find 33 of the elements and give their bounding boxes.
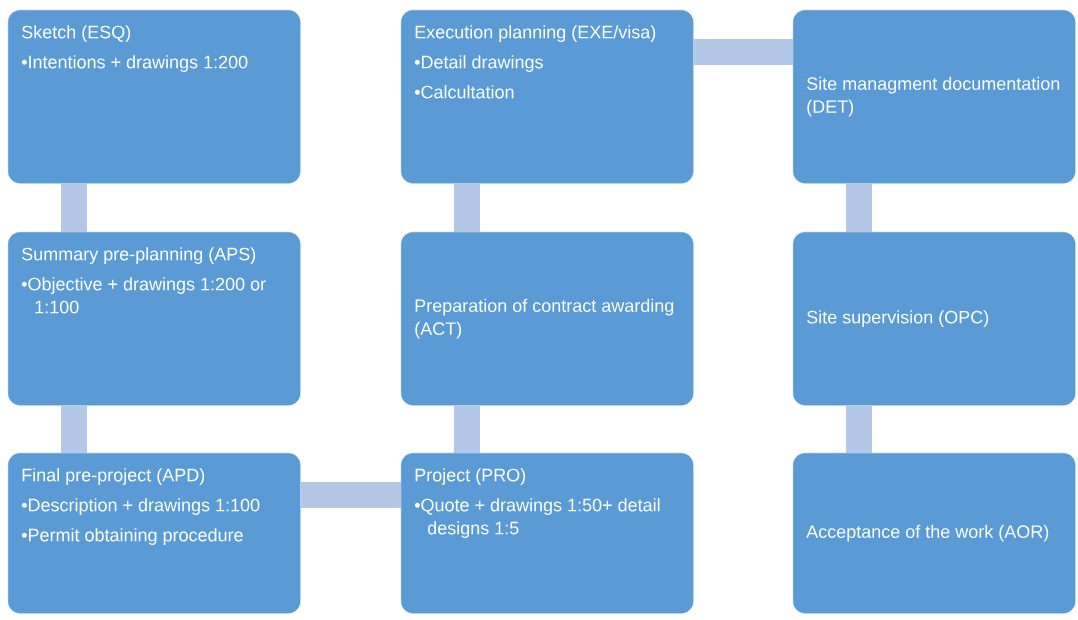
process-box <box>793 453 1076 614</box>
process-box <box>401 232 694 406</box>
box-heading: Acceptance of the work (AOR) <box>806 524 1049 542</box>
bullet-item: •Intentions + drawings 1:200 <box>21 55 248 72</box>
process-box <box>401 453 694 614</box>
process-box <box>8 453 301 614</box>
process-box <box>401 10 694 184</box>
box-heading: Execution planning (EXE/visa) <box>415 25 656 42</box>
connector-bar <box>454 405 480 453</box>
connector-bar <box>846 183 872 232</box>
process-box <box>8 10 301 184</box>
connector-bar <box>61 183 87 232</box>
box-heading: Site managment documentation (DET) <box>807 76 1060 117</box>
box-heading: Summary pre-planning (APS) <box>22 247 256 264</box>
bullet-item: •Permit obtaining procedure <box>21 528 243 545</box>
connector-bar <box>846 405 872 453</box>
connector-bar <box>300 482 401 508</box>
box-heading: Site supervision (OPC) <box>807 310 989 328</box>
connector-bar <box>454 183 480 232</box>
box-heading: Final pre-project (APD) <box>22 468 205 485</box>
connector-bar <box>61 405 87 453</box>
process-box <box>8 232 301 406</box>
box-heading: Project (PRO) <box>415 468 526 485</box>
connector-bar <box>693 39 793 65</box>
bullet-item: •Objective + drawings 1:200 or 1:100 <box>21 277 266 314</box>
box-heading: Preparation of contract awarding (ACT) <box>415 298 674 339</box>
process-box <box>793 10 1076 184</box>
process-box <box>793 232 1076 406</box>
bullet-item: •Calcultation <box>414 85 514 99</box>
box-heading: Sketch (ESQ) <box>22 25 131 42</box>
bullet-item: •Description + drawings 1:100 <box>21 498 260 515</box>
bullet-item: •Detail drawings <box>414 55 543 72</box>
bullet-item: •Quote + drawings 1:50+ detail designs 1:5 <box>414 498 660 538</box>
